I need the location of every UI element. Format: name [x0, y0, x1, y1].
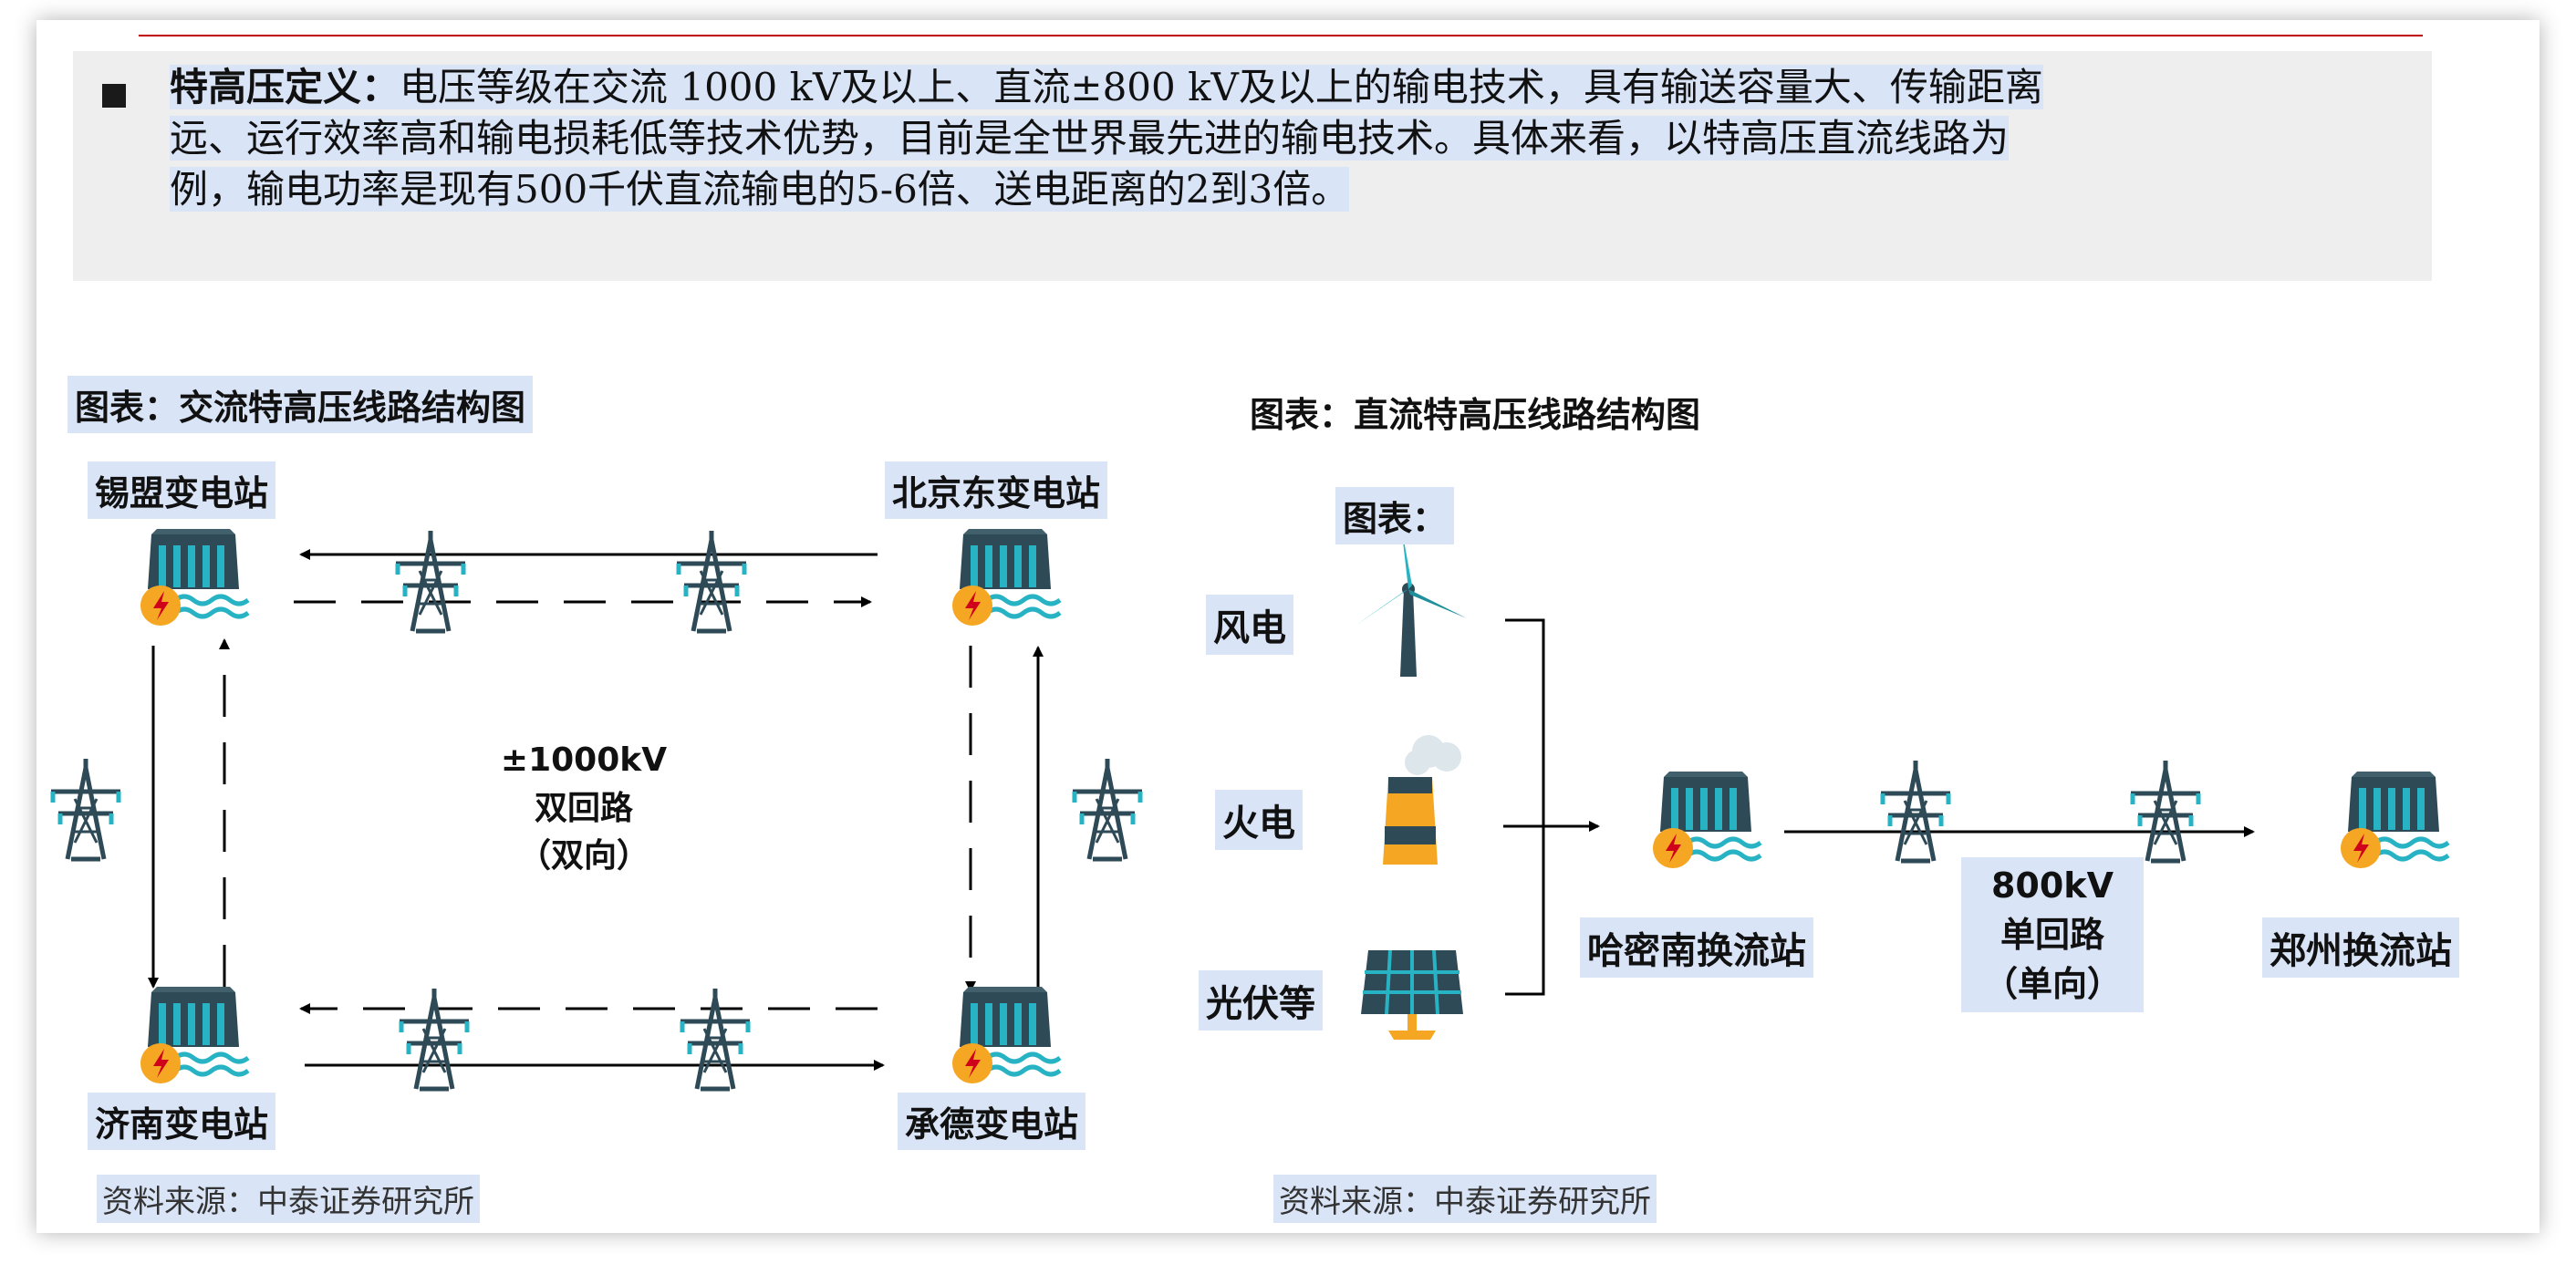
ac-line-spec: ±1000kV 双回路 （双向） — [456, 737, 712, 879]
sending-station-label: 哈密南换流站 — [1580, 917, 1813, 978]
source-label-solar: 光伏等 — [1199, 970, 1323, 1031]
definition-line-3: 例，输电功率是现有500千伏直流输电的5-6倍、送电距离的2到3倍。 — [170, 167, 1350, 212]
station-label-top-left: 锡盟变电站 — [88, 461, 276, 519]
dc-direction-label: （单向） — [1982, 963, 2122, 1004]
dc-circuit-label: 单回路 — [2000, 914, 2104, 955]
tower-icon — [680, 989, 750, 1089]
definition-text: 特高压定义：电压等级在交流 1000 kV及以上、直流±800 kV及以上的输电… — [170, 62, 2395, 215]
ac-voltage-label: ±1000kV — [500, 741, 668, 779]
tower-icon — [1881, 761, 1950, 861]
bullet-square-icon — [102, 84, 126, 108]
station-label-top-right: 北京东变电站 — [885, 461, 1108, 519]
tower-icon — [2131, 761, 2200, 861]
substation-icon — [140, 987, 248, 1083]
tower-icon — [1073, 759, 1142, 859]
top-rule — [139, 35, 2423, 36]
source-label-wind: 风电 — [1206, 595, 1293, 655]
dc-line-spec: 800kV 单回路 （单向） — [1961, 857, 2144, 1012]
ac-direction-label: （双向） — [517, 836, 649, 875]
wind-turbine-icon — [1356, 525, 1467, 677]
source-label-thermal: 火电 — [1215, 790, 1303, 850]
station-label-bottom-right: 承德变电站 — [898, 1093, 1086, 1150]
tower-icon — [51, 759, 120, 859]
substation-icon — [952, 529, 1060, 626]
converter-station-icon — [1653, 772, 1761, 868]
ac-source-note: 资料来源：中泰证券研究所 — [97, 1175, 480, 1223]
definition-line-1: 电压等级在交流 1000 kV及以上、直流±800 kV及以上的输电技术，具有输… — [400, 65, 2043, 109]
tower-icon — [396, 531, 465, 631]
converter-station-icon — [2341, 772, 2448, 868]
definition-line-2: 远、运行效率高和输电损耗低等技术优势，目前是全世界最先进的输电技术。具体来看，以… — [170, 116, 2010, 161]
substation-icon — [952, 987, 1060, 1083]
ac-chart-title: 图表：交流特高压线路结构图 — [68, 376, 534, 433]
solar-panel-icon — [1359, 948, 1465, 1041]
station-label-bottom-left: 济南变电站 — [88, 1093, 276, 1150]
tower-icon — [400, 989, 469, 1089]
dc-source-note: 资料来源：中泰证券研究所 — [1273, 1175, 1657, 1223]
tower-icon — [677, 531, 746, 631]
substation-icon — [140, 529, 248, 626]
dc-sub-title: 图表： — [1335, 487, 1455, 544]
definition-term: 特高压定义： — [170, 65, 400, 109]
dc-voltage-label: 800kV — [1990, 865, 2114, 906]
thermal-power-icon — [1383, 735, 1461, 865]
ac-circuit-label: 双回路 — [534, 789, 633, 827]
receiving-station-label: 郑州换流站 — [2262, 917, 2459, 978]
source-bracket — [1505, 618, 1545, 996]
dc-chart-title: 图表：直流特高压线路结构图 — [1250, 394, 1701, 435]
